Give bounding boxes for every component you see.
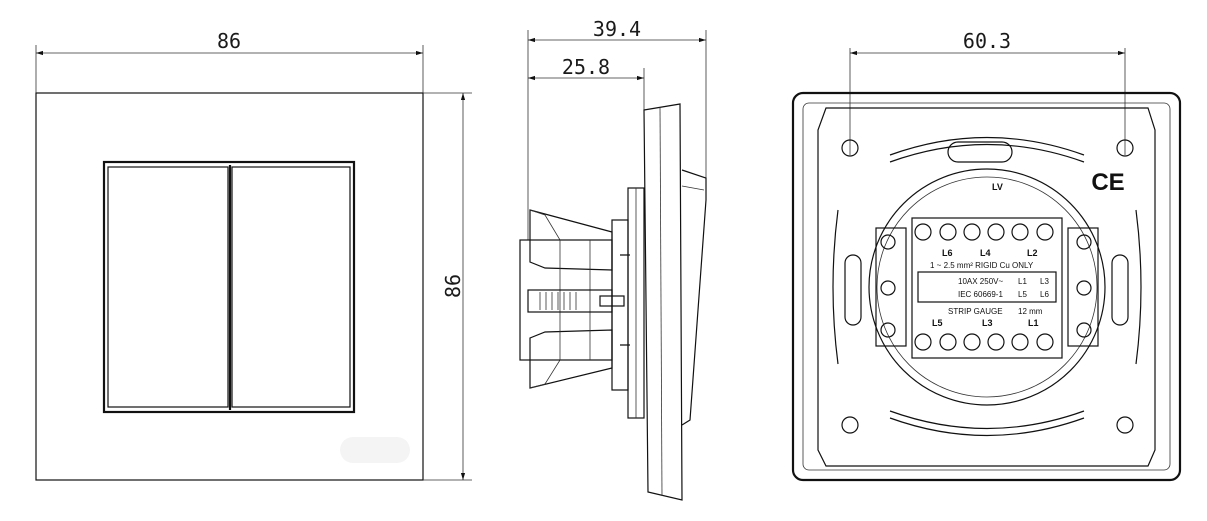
rating-plate	[917, 271, 1057, 303]
terminal-l2-label: L2	[1027, 248, 1038, 258]
top-terminal-row	[914, 223, 1054, 241]
terminal-l1-label: L1	[1028, 318, 1039, 328]
bottom-terminal-row	[914, 333, 1054, 351]
front-frame	[35, 92, 424, 481]
mechanism-ring	[868, 168, 1106, 406]
right-rocker	[231, 166, 351, 408]
left-rocker	[107, 166, 229, 408]
terminal-housing	[911, 217, 1063, 359]
right-screw-block	[1067, 227, 1099, 347]
mechanism-body	[519, 239, 613, 361]
ce-mark: CE	[1091, 169, 1124, 196]
plate-profile	[643, 103, 683, 501]
front-view: 86 86	[35, 29, 472, 481]
circuit-l1: L1	[1018, 277, 1027, 286]
back-mount-spacing-dim: 60.3	[963, 29, 1011, 53]
side-overall-depth-dim: 39.4	[593, 17, 641, 41]
strip-gauge-label: STRIP GAUGE	[948, 307, 1003, 316]
mounting-frame	[817, 107, 1156, 467]
terminal-l6-label: L6	[942, 248, 953, 258]
terminal-block	[527, 289, 613, 313]
circuit-l5: L5	[1018, 290, 1027, 299]
terminal-l5-label: L5	[932, 318, 943, 328]
side-view: 39.4 25.8	[519, 17, 707, 501]
front-width-dim: 86	[217, 29, 241, 53]
terminal-l3-label: L3	[982, 318, 993, 328]
logo-smudge	[340, 437, 410, 463]
wire-spec: 1 ~ 2.5 mm² RIGID Cu ONLY	[930, 261, 1034, 270]
front-height-dim: 86	[441, 274, 465, 298]
lower-claw	[529, 329, 613, 389]
circuit-l3: L3	[1040, 277, 1049, 286]
side-body-depth-dim: 25.8	[562, 55, 610, 79]
strip-length-label: 12 mm	[1018, 307, 1043, 316]
back-plate	[791, 91, 1182, 482]
left-screw-block	[875, 227, 907, 347]
rocker-profile	[681, 169, 707, 426]
upper-claw	[529, 209, 613, 271]
lv-label: LV	[992, 182, 1003, 192]
rating-line-1: 10AX 250V~	[958, 277, 1003, 286]
switch-insert-outline	[102, 160, 356, 414]
rating-line-2: IEC 60669-1	[958, 290, 1003, 299]
terminal-l4-label: L4	[980, 248, 991, 258]
back-view: 60.3 CE L6 L4 L2 LV	[791, 29, 1182, 482]
circuit-l6: L6	[1040, 290, 1049, 299]
